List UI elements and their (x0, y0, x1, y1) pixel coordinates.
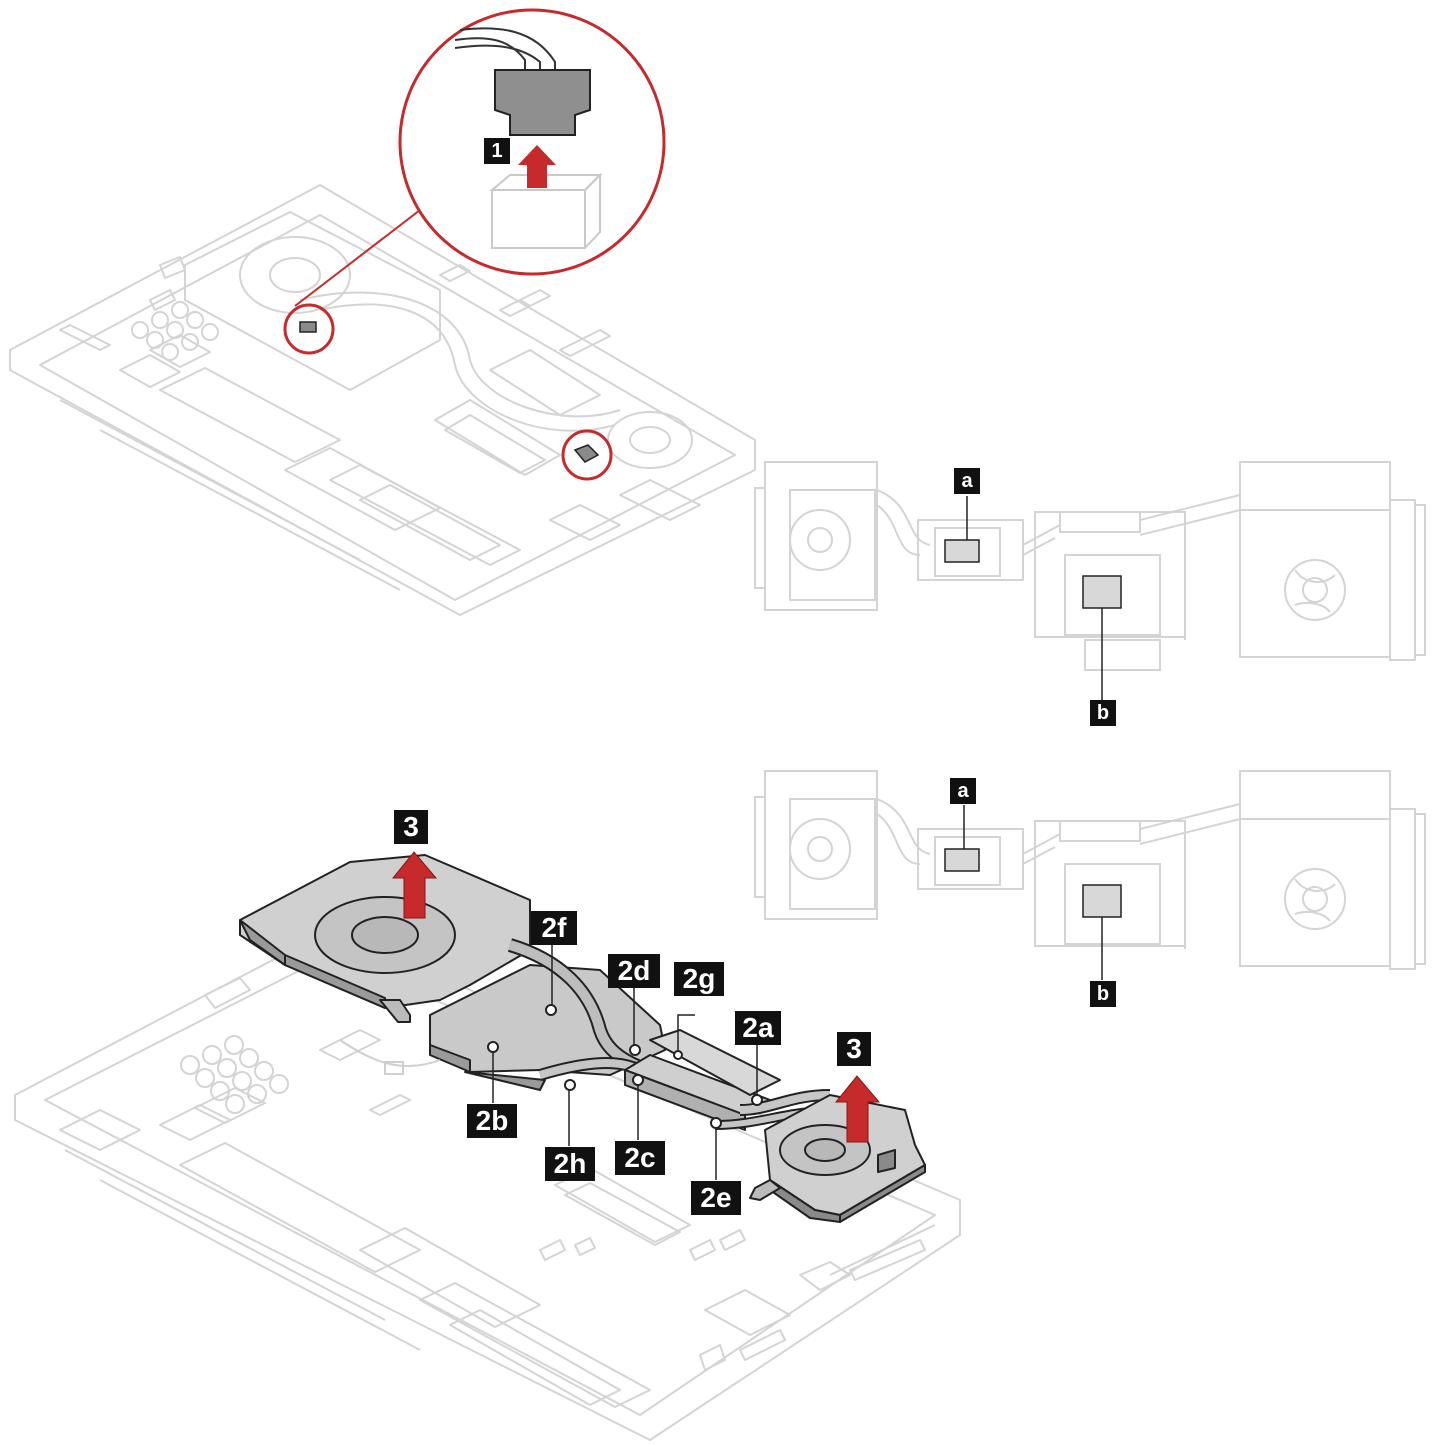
top-thermal-pad-b (1082, 575, 1122, 609)
screw-label-2g: 2g (674, 962, 724, 996)
cable-trace (339, 1039, 441, 1068)
bottom-pad-label-a: a (950, 778, 976, 804)
heatsink-assembly (239, 854, 926, 1223)
screw-label-2c: 2c (615, 1141, 665, 1175)
cable-connector-icon (384, 1061, 404, 1075)
bottom-chassis (14, 929, 961, 1441)
top-thermal-pad-a (944, 539, 980, 563)
callout-circle-right (561, 429, 613, 481)
top-pad-label-b: b (1090, 700, 1116, 726)
magnified-connector-view (398, 8, 666, 276)
top-pad-diagram (754, 461, 1426, 671)
screw-label-2d: 2d (608, 954, 660, 988)
screw-label-2b: 2b (467, 1104, 517, 1138)
bottom-pad-label-b: b (1090, 981, 1116, 1007)
screw-label-2f: 2f (531, 911, 577, 945)
bottom-pad-diagram (754, 770, 1426, 970)
screw-2e (710, 1117, 722, 1129)
step-3-label-right: 3 (837, 1032, 871, 1066)
screw-label-2a: 2a (735, 1011, 781, 1045)
red-up-arrow-icon (391, 851, 438, 919)
connector-small-right (573, 444, 600, 463)
red-up-arrow-icon (518, 145, 556, 188)
screw-2c (632, 1074, 644, 1086)
screw-label-2e: 2e (691, 1181, 741, 1215)
screw-2g (673, 1050, 683, 1060)
step-3-label-left: 3 (394, 810, 428, 844)
bottom-thermal-pad-b (1082, 884, 1122, 918)
screw-label-2h: 2h (545, 1147, 595, 1181)
magnifier-leader (294, 209, 421, 307)
top-chassis (9, 184, 756, 616)
screw-leaders (492, 945, 758, 1180)
connector-small-left (299, 321, 317, 333)
bottom-thermal-pad-a (944, 848, 980, 872)
screw-2a (751, 1094, 763, 1106)
screw-2b (487, 1041, 499, 1053)
step-1-label: 1 (484, 138, 510, 164)
screw-2h (564, 1079, 576, 1091)
top-pad-label-a: a (954, 468, 980, 494)
callout-circle-left (283, 303, 335, 355)
red-up-arrow-icon (834, 1075, 881, 1143)
screw-2f (545, 1004, 557, 1016)
screw-2d (629, 1044, 641, 1056)
